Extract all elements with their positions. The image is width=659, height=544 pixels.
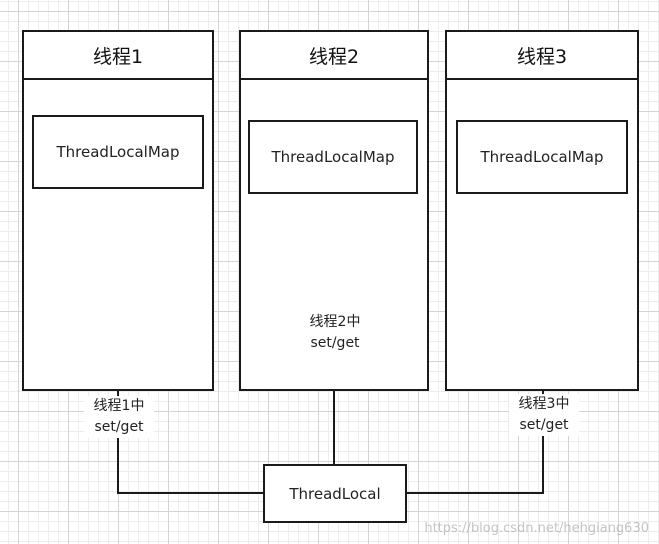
threadlocalmap-box-1: ThreadLocalMap	[32, 115, 204, 189]
edge-label-thread1-line2: set/get	[94, 419, 144, 435]
edge-label-thread3-line1: 线程3中	[518, 396, 570, 412]
thread-title-3: 线程3	[447, 32, 637, 80]
thread-box-3: 线程3	[445, 30, 639, 391]
watermark-text: https://blog.csdn.net/hehgiang630	[424, 521, 649, 536]
thread-title-2: 线程2	[241, 32, 427, 80]
edge-label-thread1: 线程1中 set/get	[84, 396, 154, 438]
edge-label-thread2: 线程2中 set/get	[300, 312, 370, 354]
edge-label-thread2-line1: 线程2中	[309, 314, 361, 330]
thread-box-1: 线程1	[22, 30, 214, 391]
threadlocalmap-box-2: ThreadLocalMap	[248, 120, 418, 194]
edge-label-thread3-line2: set/get	[519, 417, 569, 433]
edge-label-thread1-line1: 线程1中	[93, 398, 145, 414]
edge-label-thread3: 线程3中 set/get	[509, 394, 579, 436]
threadlocalmap-box-3: ThreadLocalMap	[456, 120, 628, 194]
edge-label-thread2-line2: set/get	[310, 335, 360, 351]
threadlocal-box: ThreadLocal	[263, 464, 407, 523]
thread-title-1: 线程1	[24, 32, 212, 80]
